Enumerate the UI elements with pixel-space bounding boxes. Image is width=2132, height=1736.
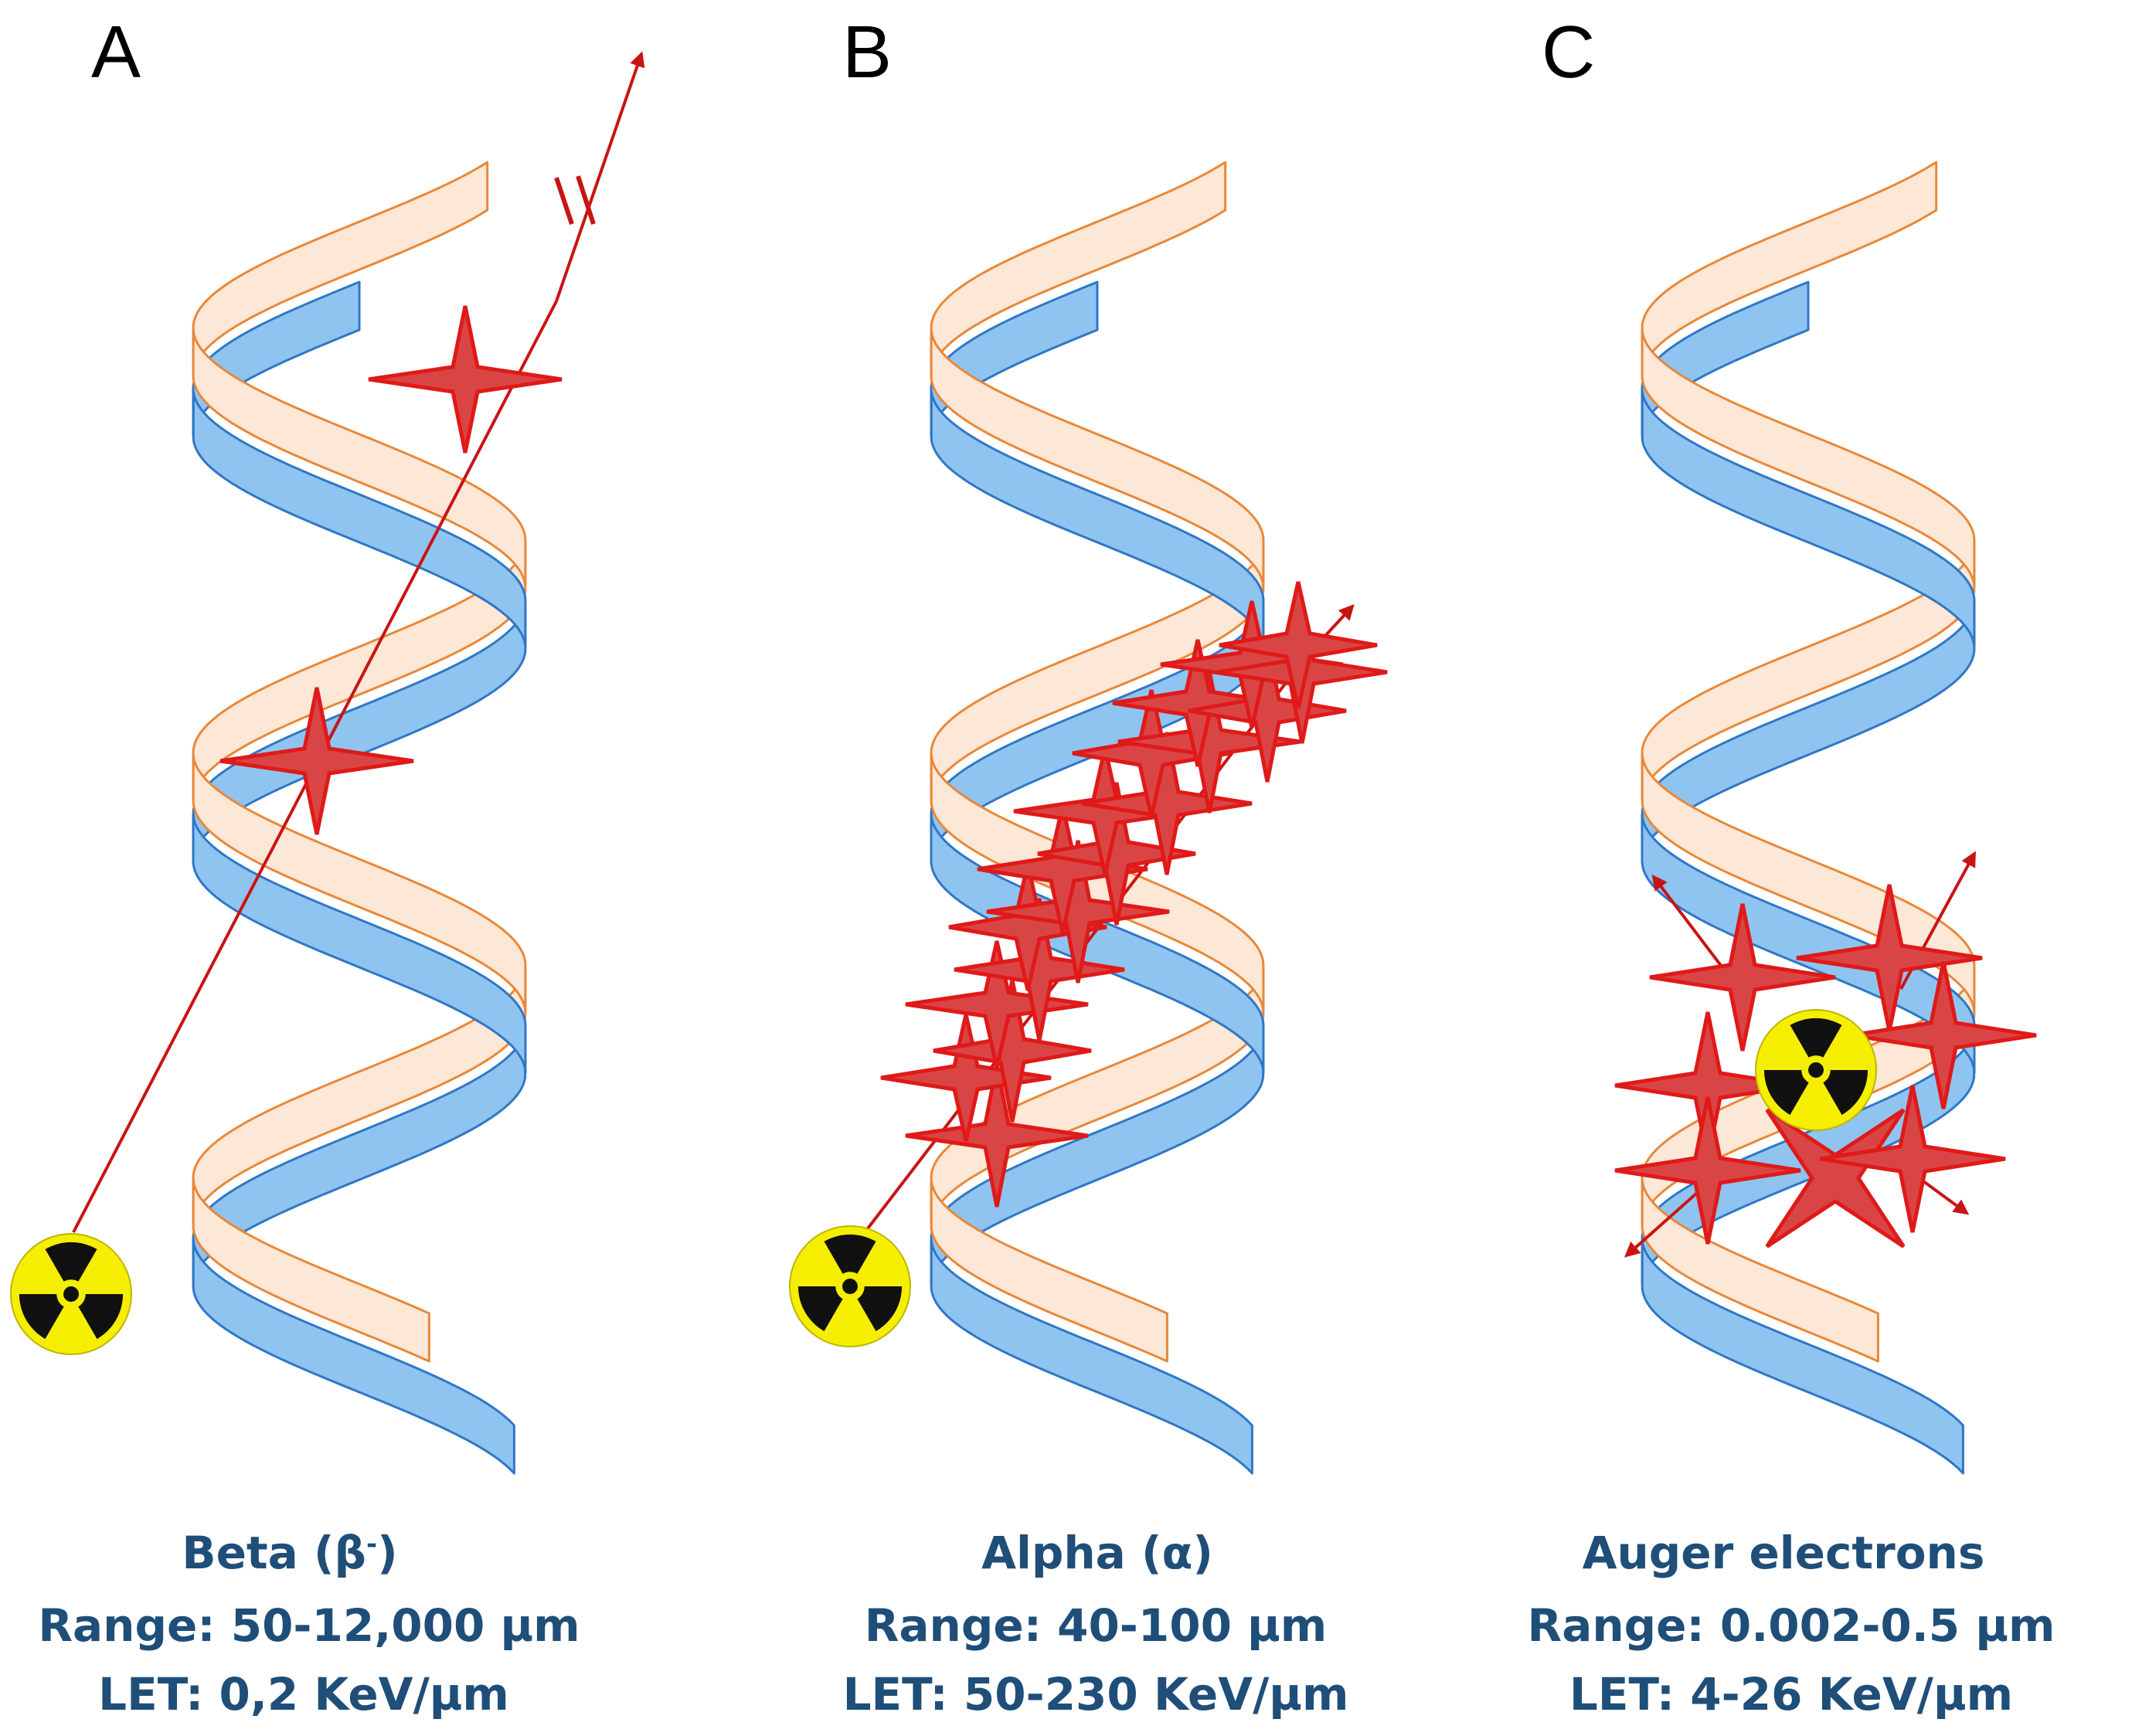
- damage-star-icon: [1219, 581, 1378, 709]
- radiation-trefoil-icon: [789, 1225, 911, 1347]
- orange-strand-front: [1641, 329, 1976, 1363]
- blue-strand-front: [192, 390, 527, 1475]
- orange-strand-front: [192, 329, 527, 1363]
- dna-helix-a: [192, 161, 527, 1475]
- panel-letter-c: C: [1542, 11, 1595, 93]
- caption-let-b: LET: 50-230 KeV/µm: [843, 1668, 1349, 1721]
- damage-star-icon: [1850, 961, 2037, 1109]
- panel-letter-a: A: [91, 11, 141, 93]
- caption-range-c: Range: 0.002-0.5 µm: [1528, 1599, 2055, 1652]
- damage-overlay-b: [789, 581, 1388, 1347]
- caption-title-a: Beta (β-): [182, 1527, 397, 1579]
- damage-star-icon: [1614, 1096, 1801, 1245]
- damage-star-icon: [1112, 639, 1284, 767]
- caption-let-a: LET: 0,2 KeV/µm: [98, 1668, 509, 1721]
- damage-star-icon: [1037, 782, 1196, 926]
- caption-title-a-sup: -: [366, 1529, 377, 1560]
- damage-star-icon: [368, 305, 563, 454]
- damage-overlay-a: [10, 51, 645, 1355]
- damage-star-icon: [1819, 1085, 2006, 1233]
- damage-star-icon: [905, 1064, 1089, 1208]
- beta-track-exit-arrow: [555, 51, 645, 302]
- damage-star-icon: [1081, 732, 1253, 875]
- damage-star-icon: [1117, 670, 1301, 814]
- damage-star-icon: [1765, 1108, 1906, 1248]
- track-break-mark: [576, 175, 596, 225]
- dna-helix-c: [1641, 161, 1976, 1475]
- blue-strand-front: [930, 390, 1265, 1475]
- panel-letter-b: B: [842, 11, 892, 93]
- damage-star-icon: [933, 979, 1092, 1123]
- caption-title-a-main: Beta (β: [182, 1527, 366, 1579]
- caption-range-a: Range: 50-12,000 µm: [38, 1599, 580, 1652]
- caption-let-c: LET: 4-26 KeV/µm: [1569, 1668, 2013, 1721]
- panel-b: B Alpha (α) Range: 40-100 µm LET: 50-230…: [789, 11, 1388, 1721]
- caption-title-a-end: ): [377, 1527, 398, 1579]
- orange-strand-front: [930, 329, 1265, 1363]
- damage-star-icon: [219, 687, 414, 835]
- caption-title-b: Alpha (α): [981, 1527, 1213, 1579]
- dna-helix-b: [930, 161, 1265, 1475]
- radiation-trefoil-icon: [1755, 1009, 1877, 1131]
- panel-a: A Beta (β-) Range: 50-12,000 µm LET: 0,2…: [10, 11, 645, 1721]
- panel-c: C Auger electrons Range: 0.002-0.5 µm LE…: [1528, 11, 2055, 1721]
- caption-title-c-main: Auger electrons: [1583, 1527, 1985, 1579]
- blue-strand-front: [1641, 390, 1976, 1475]
- caption-range-b: Range: 40-100 µm: [865, 1599, 1328, 1652]
- radiation-trefoil-icon: [10, 1233, 132, 1355]
- caption-title-b-main: Alpha (α): [981, 1527, 1213, 1579]
- damage-overlay-c: [1614, 851, 2037, 1258]
- track-break-mark: [554, 177, 574, 225]
- damage-star-icon: [1649, 903, 1836, 1051]
- caption-title-c: Auger electrons: [1583, 1527, 1985, 1579]
